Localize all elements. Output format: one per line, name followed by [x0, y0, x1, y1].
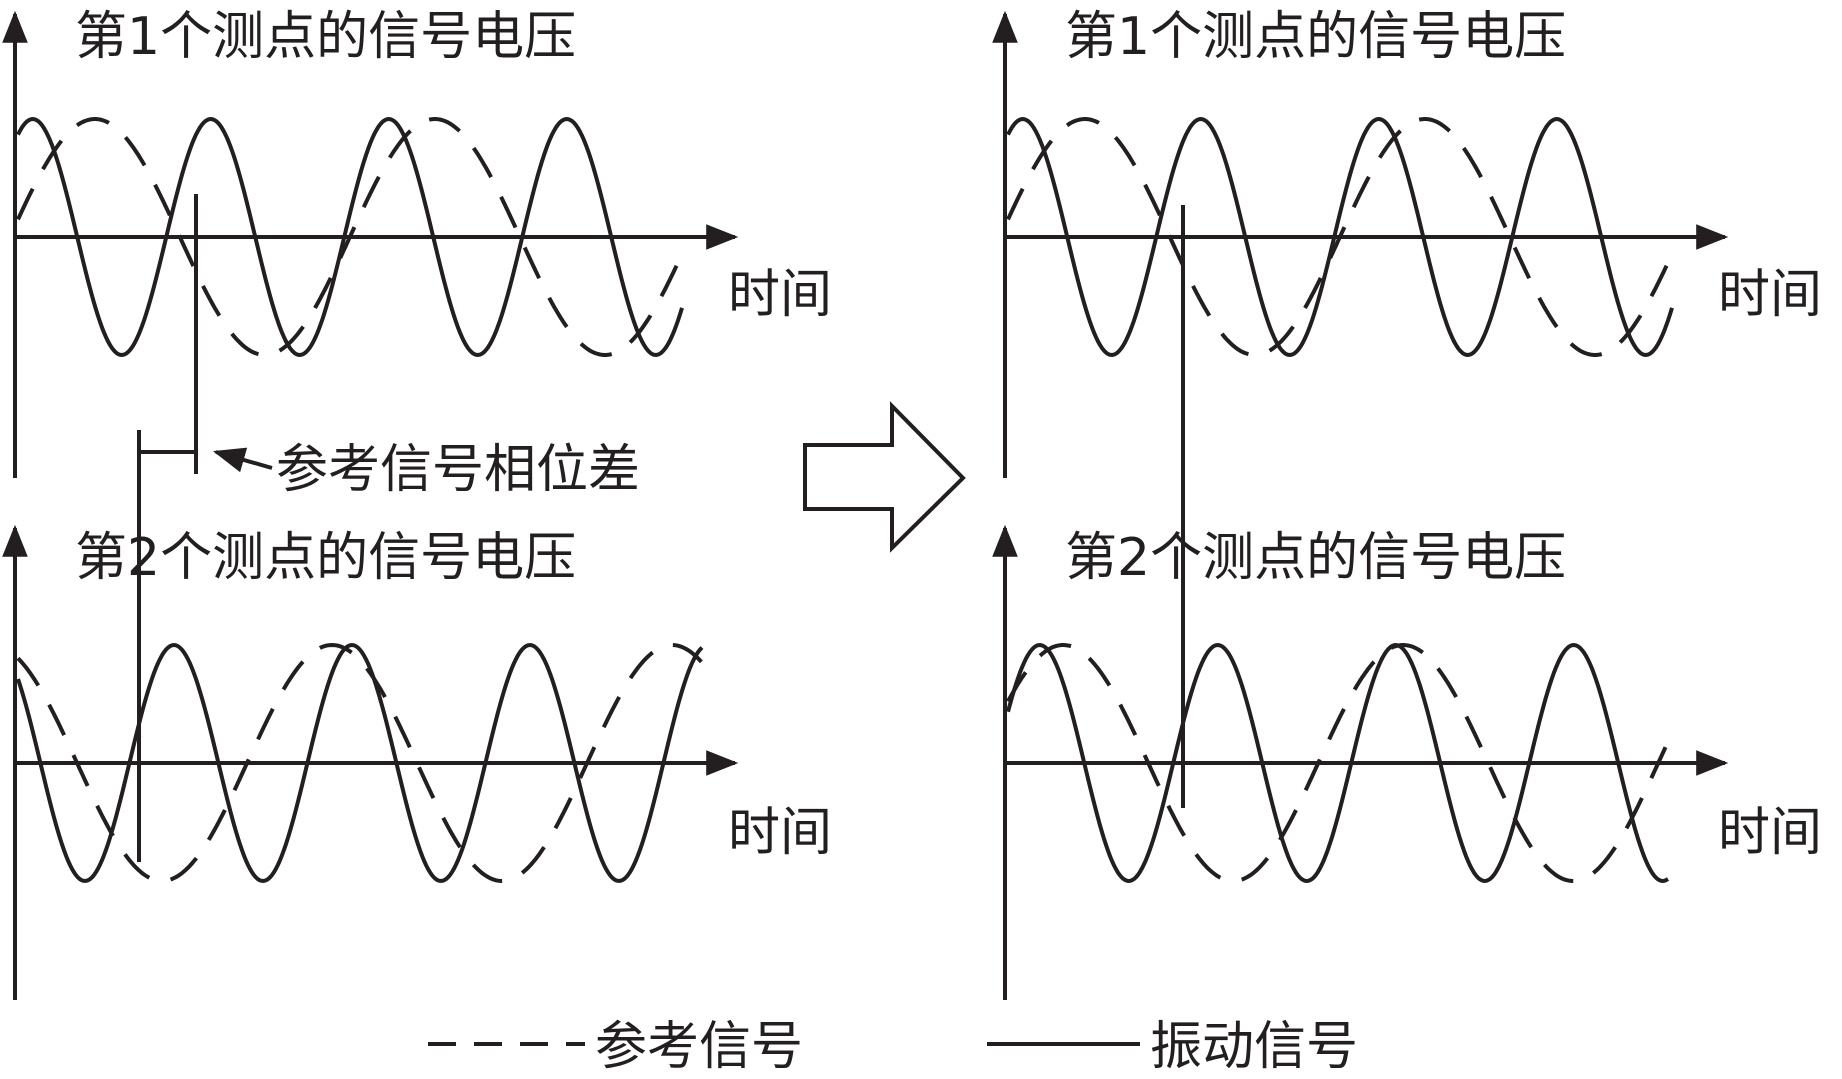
- vibration-signal-curve: [16, 116, 684, 358]
- legend-reference-label: 参考信号: [595, 1017, 803, 1077]
- reference-signal-curve: [16, 117, 682, 357]
- x-axis-label: 时间: [728, 265, 832, 325]
- legend: 参考信号 振动信号: [428, 1017, 1358, 1077]
- panel-title: 第1个测点的信号电压: [1065, 7, 1566, 67]
- reference-signal-curve: [1006, 643, 1672, 883]
- annotation-arrow: [212, 447, 273, 473]
- x-axis-label: 时间: [1718, 803, 1822, 863]
- vibration-signal-curve: [1006, 116, 1674, 358]
- panel-right-bottom: 第2个测点的信号电压 时间: [992, 524, 1822, 1000]
- legend-vibration-label: 振动信号: [1150, 1017, 1358, 1077]
- panel-left-top: 第1个测点的信号电压 时间: [2, 7, 832, 478]
- phase-difference-marker: 参考信号相位差: [137, 194, 640, 862]
- panel-title: 第2个测点的信号电压: [1065, 528, 1566, 588]
- panel-title: 第2个测点的信号电压: [75, 528, 576, 588]
- x-axis-label: 时间: [1718, 265, 1822, 325]
- hollow-right-arrow-icon: [803, 401, 966, 553]
- reference-signal-curve: [1006, 117, 1672, 357]
- reference-signal-curve: [16, 642, 706, 884]
- panel-left-bottom: 第2个测点的信号电压 时间: [2, 524, 832, 1000]
- panel-right-top: 第1个测点的信号电压 时间: [992, 7, 1822, 478]
- x-axis-label: 时间: [728, 803, 832, 863]
- vibration-signal-curve: [16, 642, 704, 883]
- panel-title: 第1个测点的信号电压: [75, 7, 576, 67]
- vibration-signal-curve: [1006, 642, 1670, 884]
- phase-difference-label: 参考信号相位差: [276, 440, 640, 500]
